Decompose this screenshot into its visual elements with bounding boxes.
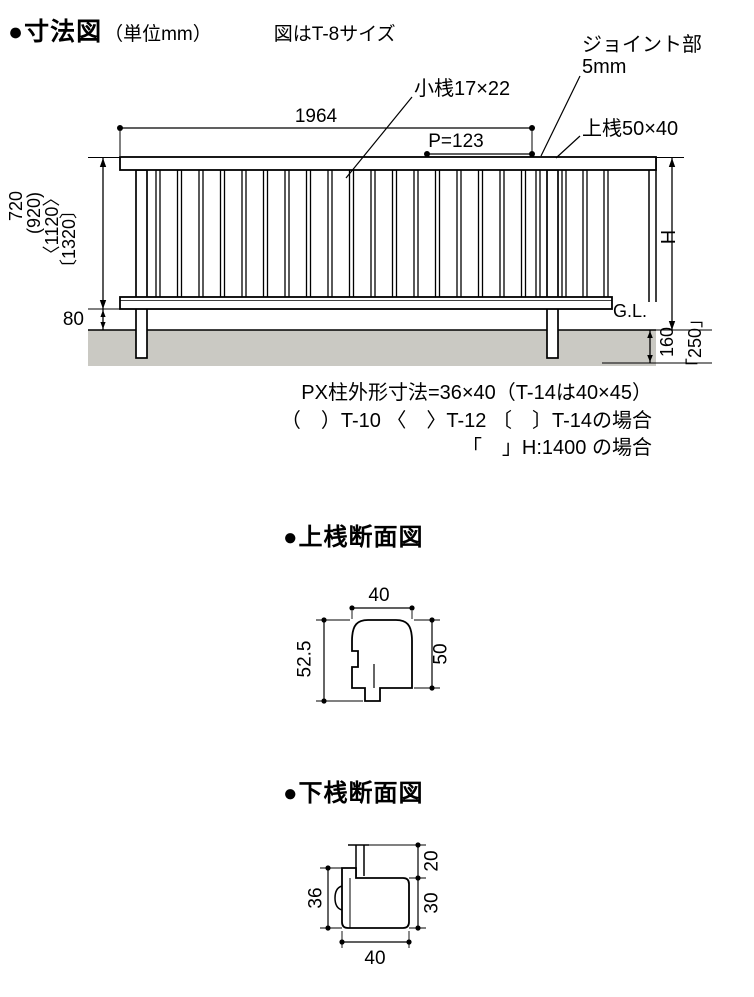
height-var-label: H — [658, 230, 680, 244]
title-unit: （単位mm） — [104, 24, 212, 45]
bottom-gap-label: 80 — [63, 309, 84, 330]
note-bracket-legend: （ ）T-10 〈 〉T-12 〔 〕T-14の場合 — [280, 410, 652, 432]
right-height-dimension: H — [656, 157, 684, 330]
joint-size-label: 5mm — [582, 56, 626, 78]
top-rail-body-height-dimension: 50 — [414, 617, 452, 691]
bottom-rail-upper-dimension: 20 — [369, 842, 443, 881]
title-bullet: ●寸法図 — [8, 18, 103, 46]
top-rail-profile — [351, 619, 413, 702]
fence-right-end — [648, 157, 657, 302]
fence-slats — [155, 169, 609, 299]
page-title: ●寸法図 （単位mm） 図はT-8サイズ — [8, 12, 396, 48]
height-t10-label: (920) — [24, 192, 44, 234]
top-rail-width-label: 40 — [368, 585, 389, 606]
jozan-label: 上桟50×40 — [582, 117, 678, 140]
bottom-rail-upper-label: 20 — [422, 850, 443, 871]
height-t14-label: 〔1320〕 — [59, 201, 79, 277]
top-rail-total-height-label: 52.5 — [295, 641, 316, 678]
bottom-rail — [119, 296, 613, 310]
embed-alt-label: 「250」 — [685, 310, 705, 376]
top-rail — [119, 156, 657, 171]
bottom-rail-profile — [334, 844, 410, 929]
bottom-rail-section-heading: ●下桟断面図 — [283, 780, 424, 807]
height-t8-label: 720 — [6, 191, 26, 221]
height-t12-label: 〈1120〉 — [42, 189, 62, 264]
bottom-rail-width-label: 40 — [364, 948, 385, 969]
joint-label: ジョイント部 — [582, 33, 702, 56]
top-rail-section-heading: ●上桟断面図 — [283, 524, 424, 551]
bottom-rail-width-dimension: 40 — [339, 931, 412, 969]
bottom-rail-lower-dimension: 30 — [409, 878, 443, 931]
note-h1400: 「 」H:1400 の場合 — [461, 437, 652, 459]
width-dim-label: 1964 — [295, 106, 338, 127]
bottom-rail-left-label: 36 — [306, 887, 327, 908]
embed-dimension: G.L. 160 「250」 — [602, 301, 712, 376]
note-px-post: PX柱外形寸法=36×40（T-14は40×45） — [301, 382, 652, 404]
top-rail-body-height-label: 50 — [431, 643, 452, 664]
kozan-label: 小桟17×22 — [414, 77, 510, 100]
bottom-rail-left-dimension: 36 — [306, 865, 342, 931]
top-rail-total-height-dimension: 52.5 — [295, 617, 363, 704]
ground — [88, 329, 656, 366]
bottom-rail-lower-label: 30 — [422, 892, 443, 913]
callout-leaders — [345, 75, 581, 179]
left-height-dimension: 720 (920) 〈1120〉 〔1320〕 80 — [6, 157, 120, 330]
title-size-note: 図はT-8サイズ — [273, 24, 396, 45]
embed-dim-label: 160 — [657, 327, 677, 357]
ground-level-label: G.L. — [613, 301, 647, 321]
pitch-dimension: P=123 — [424, 131, 535, 157]
pitch-dim-label: P=123 — [428, 131, 483, 152]
top-rail-width-dimension: 40 — [349, 585, 415, 619]
